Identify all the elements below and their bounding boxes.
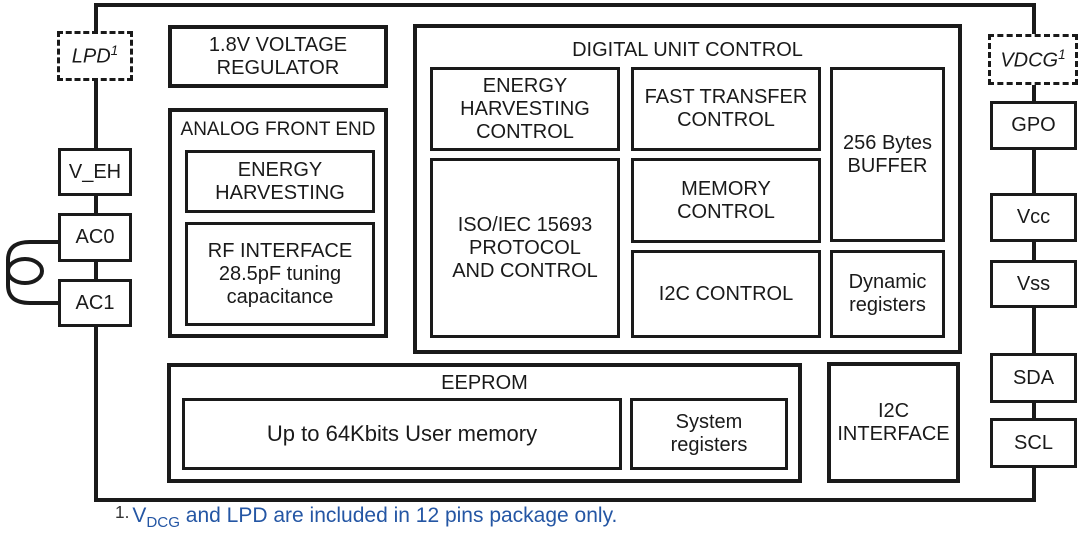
i2c-interface-label: I2C INTERFACE (837, 399, 950, 445)
iso-15693-protocol-label: ISO/IEC 15693 PROTOCOL AND CONTROL (452, 213, 598, 282)
footnote-text: and LPD are included in 12 pins package … (179, 504, 618, 527)
block-memory-control: MEMORY CONTROL (631, 158, 821, 243)
digital-unit-control-title: DIGITAL UNIT CONTROL (572, 39, 803, 61)
pin-ac0: AC0 (58, 213, 132, 262)
antenna-coil-icon (6, 240, 58, 305)
i2c-control-label: I2C CONTROL (658, 282, 794, 305)
pin-gpo-label: GPO (1011, 114, 1056, 136)
footnote: 1.VDCG and LPD are included in 12 pins p… (115, 502, 618, 531)
energy-harvesting-control-label: ENERGY HARVESTING CONTROL (460, 74, 590, 143)
block-i2c-interface: I2C INTERFACE (827, 362, 960, 483)
block-dynamic-registers: Dynamic registers (830, 250, 945, 338)
block-system-registers: System registers (630, 398, 788, 470)
block-digital-unit-control: DIGITAL UNIT CONTROL ENERGY HARVESTING C… (413, 24, 962, 354)
pin-lpd-label: LPD1 (72, 43, 118, 69)
block-analog-front-end: ANALOG FRONT END ENERGY HARVESTING RF IN… (168, 108, 388, 338)
pin-vdcg: VDCG1 (988, 34, 1078, 85)
pin-vdcg-superscript: 1 (1058, 46, 1066, 62)
pin-sda-label: SDA (1012, 366, 1055, 389)
pin-vdcg-text: VDCG (1000, 49, 1059, 72)
analog-front-end-title: ANALOG FRONT END (180, 119, 376, 140)
pin-ac1: AC1 (58, 279, 132, 327)
pin-v-eh: V_EH (58, 148, 132, 196)
pin-lpd-text: LPD (71, 45, 111, 68)
eeprom-title: EEPROM (441, 372, 528, 394)
fast-transfer-control-label: FAST TRANSFER CONTROL (644, 86, 808, 131)
dynamic-registers-label: Dynamic registers (848, 271, 927, 316)
pin-ac1-label: AC1 (75, 291, 115, 314)
block-iso-15693-protocol: ISO/IEC 15693 PROTOCOL AND CONTROL (430, 158, 620, 338)
256-bytes-buffer-label: 256 Bytes BUFFER (843, 131, 932, 177)
pin-gpo: GPO (990, 101, 1077, 150)
block-i2c-control: I2C CONTROL (631, 250, 821, 338)
footnote-v-subscript: DCG (146, 514, 180, 531)
pin-ac0-label: AC0 (75, 226, 115, 248)
block-rf-interface: RF INTERFACE 28.5pF tuning capacitance (185, 222, 375, 326)
voltage-regulator-label: 1.8V VOLTAGE REGULATOR (208, 33, 348, 79)
system-registers-label: System registers (670, 411, 748, 456)
block-eeprom: EEPROM Up to 64Kbits User memory System … (167, 363, 802, 483)
block-user-memory: Up to 64Kbits User memory (182, 398, 622, 470)
block-energy-harvesting: ENERGY HARVESTING (185, 150, 375, 213)
block-256-bytes-buffer: 256 Bytes BUFFER (830, 67, 945, 242)
block-energy-harvesting-control: ENERGY HARVESTING CONTROL (430, 67, 620, 151)
pin-scl: SCL (990, 418, 1077, 468)
block-fast-transfer-control: FAST TRANSFER CONTROL (631, 67, 821, 151)
block-voltage-regulator: 1.8V VOLTAGE REGULATOR (168, 25, 388, 88)
pin-sda: SDA (990, 353, 1077, 403)
pin-vss: Vss (990, 260, 1077, 308)
pin-scl-label: SCL (1014, 431, 1053, 454)
user-memory-label: Up to 64Kbits User memory (266, 421, 538, 447)
footnote-v-label: V (132, 504, 147, 527)
memory-control-label: MEMORY CONTROL (677, 177, 775, 223)
footnote-ref: 1. (115, 502, 130, 522)
pin-vcc: Vcc (990, 193, 1077, 242)
rf-interface-label: RF INTERFACE 28.5pF tuning capacitance (207, 239, 353, 308)
pin-lpd-superscript: 1 (110, 43, 119, 59)
pin-vdcg-label: VDCG1 (1000, 47, 1065, 73)
pin-v-eh-label: V_EH (68, 160, 122, 183)
energy-harvesting-label: ENERGY HARVESTING (215, 158, 345, 204)
pin-lpd: LPD1 (57, 31, 133, 81)
pin-vss-label: Vss (1016, 272, 1051, 295)
pin-vcc-label: Vcc (1016, 206, 1051, 228)
